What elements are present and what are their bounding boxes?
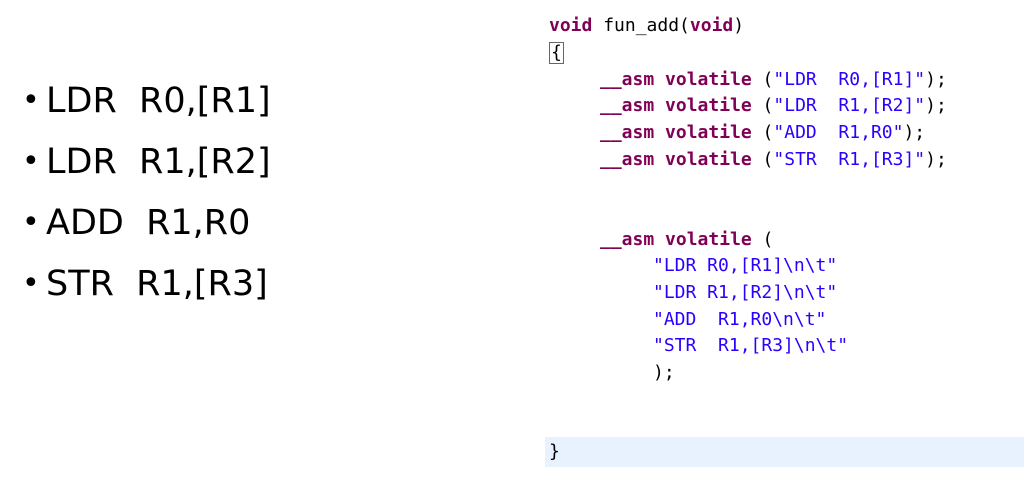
asm-keyword: __asm volatile [600, 95, 752, 116]
instruction-bullet-list: •LDR R0,[R1] •LDR R1,[R2] •ADD R1,R0 •ST… [22, 70, 271, 314]
keyword-void: void [549, 15, 593, 36]
asm-keyword: __asm volatile [600, 229, 752, 250]
signature-close: ) [733, 15, 745, 36]
asm-keyword: __asm volatile [600, 122, 752, 143]
bullet-text: STR R1,[R3] [46, 263, 268, 304]
function-name: fun_add( [592, 15, 690, 36]
close-brace: } [549, 441, 560, 462]
current-line-highlight [545, 437, 1024, 467]
statement-end: ); [925, 149, 947, 170]
paren-open: ( [751, 149, 774, 170]
asm-line[interactable]: __asm volatile ("STR R1,[R3]"); [600, 147, 947, 173]
bullet-dot: • [22, 205, 40, 240]
asm-string: "LDR R0,[R1]\n\t" [653, 255, 838, 276]
asm-keyword: __asm volatile [600, 149, 752, 170]
bullet-dot: • [22, 144, 40, 179]
keyword-param-void: void [689, 15, 734, 36]
bullet-text: ADD R1,R0 [46, 202, 251, 243]
asm-line[interactable]: __asm volatile ("ADD R1,R0"); [600, 120, 925, 146]
paren-open: ( [751, 69, 774, 90]
code-editor[interactable]: void fun_add(void) { __asm volatile ("LD… [545, 11, 1024, 485]
open-brace-line[interactable]: { [549, 40, 564, 66]
asm-string: "LDR R1,[R2]\n\t" [653, 282, 838, 303]
multi-asm-string-line[interactable]: "ADD R1,R0\n\t" [653, 307, 826, 333]
asm-line[interactable]: __asm volatile ("LDR R1,[R2]"); [600, 93, 947, 119]
statement-end: ); [925, 95, 947, 116]
paren-open: ( [751, 229, 774, 250]
paren-open: ( [751, 122, 774, 143]
asm-line[interactable]: __asm volatile ("LDR R0,[R1]"); [600, 67, 947, 93]
multi-asm-string-line[interactable]: "STR R1,[R3]\n\t" [653, 333, 848, 359]
function-signature[interactable]: void fun_add(void) [549, 13, 744, 39]
paren-open: ( [751, 95, 774, 116]
bullet-text: LDR R0,[R1] [46, 80, 271, 121]
asm-keyword: __asm volatile [600, 69, 752, 90]
asm-string: "STR R1,[R3]" [773, 149, 926, 170]
open-brace: { [549, 42, 564, 64]
asm-string: "STR R1,[R3]\n\t" [653, 335, 849, 356]
bullet-text: LDR R1,[R2] [46, 141, 271, 182]
multi-asm-string-line[interactable]: "LDR R0,[R1]\n\t" [653, 253, 837, 279]
asm-string: "ADD R1,R0\n\t" [653, 309, 827, 330]
bullet-item: •ADD R1,R0 [22, 192, 271, 253]
multi-asm-open-line[interactable]: __asm volatile ( [600, 227, 773, 253]
asm-string: "LDR R0,[R1]" [773, 69, 926, 90]
statement-end: ); [925, 69, 947, 90]
bullet-dot: • [22, 83, 40, 118]
statement-end: ); [903, 122, 926, 143]
bullet-item: •LDR R0,[R1] [22, 70, 271, 131]
bullet-item: •STR R1,[R3] [22, 253, 271, 314]
bullet-item: •LDR R1,[R2] [22, 131, 271, 192]
asm-string: "ADD R1,R0" [773, 122, 904, 143]
bullet-dot: • [22, 266, 40, 301]
close-brace-line[interactable]: } [549, 439, 560, 465]
multi-asm-close-line[interactable]: ); [653, 360, 675, 386]
statement-end: ); [653, 362, 675, 383]
asm-string: "LDR R1,[R2]" [773, 95, 926, 116]
multi-asm-string-line[interactable]: "LDR R1,[R2]\n\t" [653, 280, 837, 306]
